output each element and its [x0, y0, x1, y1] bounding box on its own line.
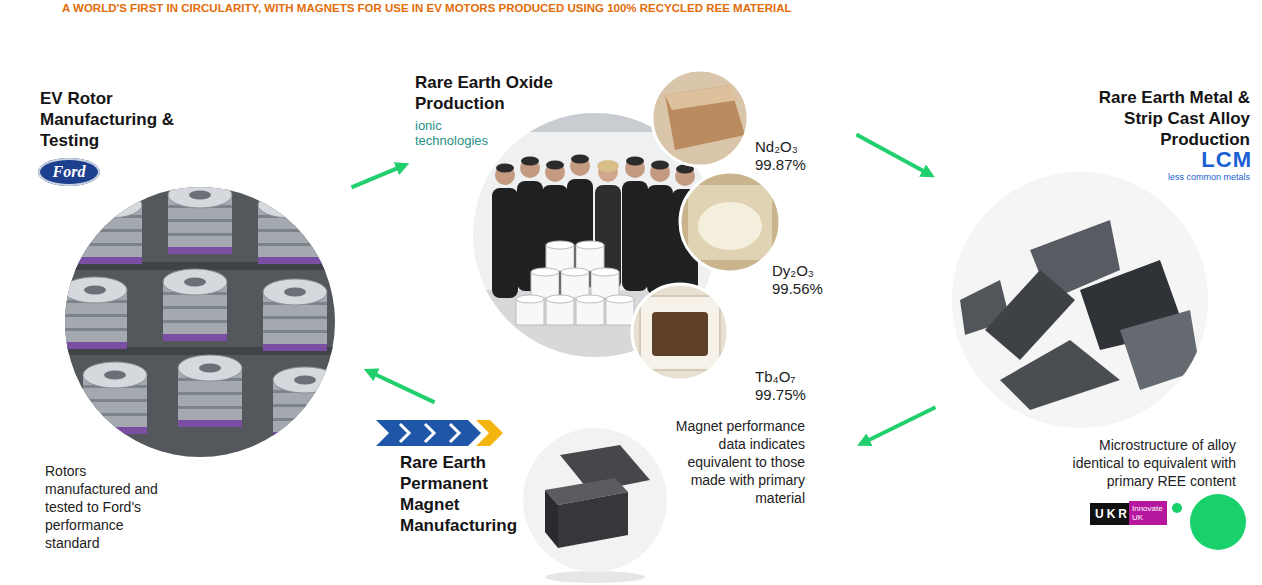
gkn-logo — [425, 424, 434, 442]
team-photo — [576, 241, 604, 271]
team-photo — [606, 295, 634, 325]
purity-value: 99.56% — [772, 280, 823, 298]
alloy-flakes-photo — [950, 170, 1210, 430]
flow-arrow — [861, 407, 936, 444]
oxide-formula: Tb₄O₇ — [755, 368, 795, 386]
terbium-oxide-photo — [630, 282, 730, 382]
green-decoration — [1172, 494, 1246, 550]
rotor-photo — [83, 362, 147, 434]
neodymium-oxide-photo — [652, 70, 748, 166]
team-photo — [516, 295, 544, 325]
magnet-photo — [545, 490, 558, 548]
team-photo — [546, 241, 574, 271]
rotor-photo — [63, 277, 127, 349]
dysprosium-oxide-photo — [678, 170, 782, 274]
stage-heading: Rare Earth Metal & Strip Cast Alloy Prod… — [1098, 87, 1250, 150]
gkn-logo — [450, 424, 459, 442]
team-photo — [597, 160, 619, 172]
company-logo: ionic technologies — [415, 118, 505, 148]
flow-arrow — [368, 371, 435, 403]
process-stage: Rare Earth Permanent Magnet Manufacturin… — [372, 405, 808, 575]
terbium-oxide-photo — [652, 312, 708, 356]
company-logo: less common metals — [1120, 172, 1250, 183]
terbium-oxide-photo — [630, 282, 730, 382]
flow-arrow — [352, 165, 406, 187]
neodymium-oxide-photo — [650, 68, 750, 168]
team-photo — [546, 295, 574, 325]
alloy-flakes-photo — [1120, 310, 1200, 390]
dysprosium-oxide-photo — [678, 170, 782, 274]
rotor-photo — [258, 192, 322, 264]
oxide-formula: Nd₂O₃ — [755, 138, 798, 156]
team-photo — [647, 161, 673, 296]
magnet-photo — [520, 425, 670, 575]
rotor-photo — [60, 182, 340, 465]
team-photo — [622, 157, 648, 292]
oxide-sample: Nd₂O₃99.87% — [652, 70, 748, 166]
process-stage: Rare Earth Metal & Strip Cast Alloy Prod… — [940, 85, 1258, 535]
rotor-photo — [273, 367, 337, 439]
terbium-oxide-photo — [640, 296, 720, 370]
neodymium-oxide-photo — [650, 68, 750, 168]
terbium-oxide-photo — [632, 284, 728, 380]
gkn-logo — [476, 420, 503, 446]
stage-note: Rotors manufactured and tested to Ford's… — [45, 462, 163, 552]
green-decoration — [1190, 494, 1246, 550]
oxide-sample: Tb₄O₇99.75% — [632, 284, 728, 380]
diagram-title: A WORLD'S FIRST IN CIRCULARITY, WITH MAG… — [62, 1, 792, 15]
magnet-photo — [558, 492, 628, 548]
stage-note: Magnet performance data indicates equiva… — [673, 417, 805, 507]
oxide-formula: Dy₂O₃ — [772, 262, 814, 280]
alloy-flakes-photo — [950, 170, 1210, 430]
stage-heading: Rare Earth Oxide Production — [415, 72, 570, 114]
dysprosium-oxide-photo — [688, 185, 772, 260]
green-decoration — [1172, 503, 1182, 513]
stage-heading: EV Rotor Manufacturing & Testing — [40, 88, 200, 151]
team-photo — [576, 295, 604, 325]
magnet-photo — [520, 425, 670, 583]
dysprosium-oxide-photo — [680, 172, 780, 272]
team-photo — [561, 268, 589, 298]
neodymium-oxide-photo — [665, 85, 738, 110]
company-logo: Ford — [38, 158, 100, 186]
purity-value: 99.75% — [755, 386, 806, 404]
flow-arrow — [856, 134, 931, 175]
rotor-photo — [168, 182, 232, 254]
rotor-photo — [163, 269, 227, 341]
dysprosium-oxide-photo — [678, 170, 782, 274]
team-photo — [492, 164, 518, 299]
team-photo — [591, 268, 619, 298]
purity-value: 99.87% — [755, 156, 806, 174]
terbium-oxide-photo — [630, 282, 730, 382]
funder-logo-text: Innovate UK — [1129, 501, 1167, 525]
stage-note: Microstructure of alloy identical to equ… — [1044, 436, 1236, 490]
magnet-photo — [520, 425, 670, 575]
company-logo: LCM — [1190, 149, 1252, 171]
stage-heading: Rare Earth Permanent Magnet Manufacturin… — [400, 452, 525, 536]
rotor-photo — [263, 279, 327, 351]
gkn-logo — [376, 420, 503, 446]
process-stage: EV Rotor Manufacturing & TestingFordRoto… — [35, 85, 345, 555]
rotor-photo — [178, 355, 242, 427]
rotor-photo — [78, 192, 142, 264]
team-photo — [531, 268, 559, 298]
alloy-flakes-photo — [1000, 340, 1120, 410]
process-stage: Rare Earth Oxide Production ionic technol… — [410, 70, 830, 410]
neodymium-oxide-photo — [665, 85, 745, 150]
magnet-photo — [545, 571, 645, 583]
gkn-logo — [400, 424, 409, 442]
oxide-sample: Dy₂O₃99.56% — [680, 172, 780, 272]
dysprosium-oxide-photo — [698, 202, 762, 250]
gkn-logo — [376, 420, 481, 446]
neodymium-oxide-photo — [650, 68, 750, 168]
